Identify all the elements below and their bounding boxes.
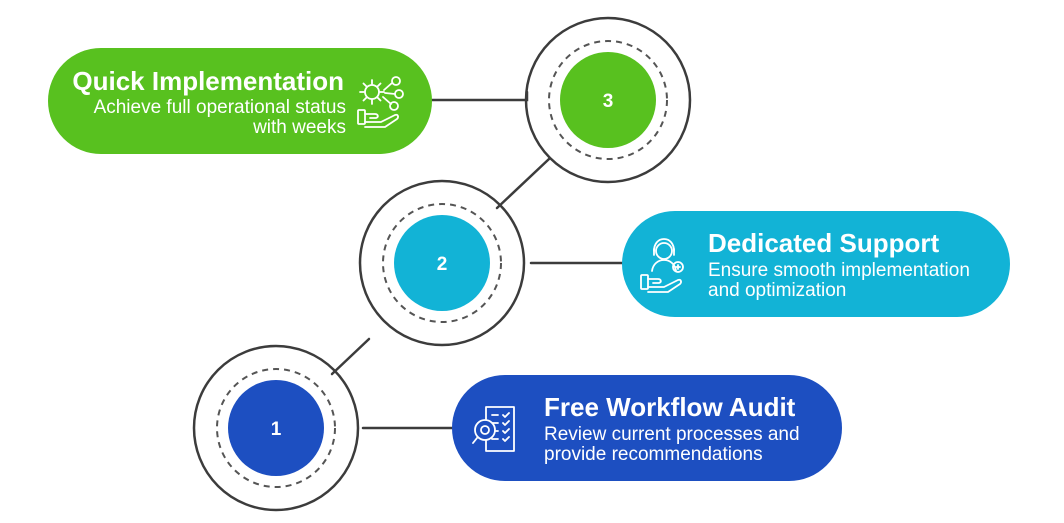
dashed-ring-1 xyxy=(216,368,336,488)
step-description-3: Achieve full operational status with wee… xyxy=(94,98,346,138)
step-circle-1 xyxy=(228,380,324,476)
step-circle-2 xyxy=(394,215,490,311)
step-description-3-line-2: with weeks xyxy=(253,117,346,138)
step-title-1: Free Workflow Audit xyxy=(544,392,796,422)
connector-line-3 xyxy=(430,90,529,102)
document-audit-magnifier-icon xyxy=(472,406,515,452)
outer-ring-1 xyxy=(192,344,360,512)
step-description-1: Review current processes and provide rec… xyxy=(544,425,800,465)
step-description-1-line-2: provide recommendations xyxy=(544,444,763,465)
step-card-2: Dedicated Support Ensure smooth implemen… xyxy=(622,211,1010,317)
gear-hand-network-icon xyxy=(357,76,404,128)
outer-ring-3 xyxy=(524,16,692,184)
step-card-3: Quick Implementation Achieve full operat… xyxy=(48,48,432,154)
dashed-ring-3 xyxy=(548,40,668,160)
step-card-1: Free Workflow Audit Review current proce… xyxy=(452,375,842,481)
support-agent-hand-icon xyxy=(640,238,684,293)
dashed-ring-2 xyxy=(382,203,502,323)
step-description-3-line-1: Achieve full operational status xyxy=(93,97,346,118)
outer-ring-2 xyxy=(358,179,526,347)
step-circle-3 xyxy=(560,52,656,148)
connector-line-1-2 xyxy=(330,337,371,376)
step-description-1-line-1: Review current processes and xyxy=(544,424,800,445)
step-description-2-line-2: and optimization xyxy=(708,280,847,301)
step-title-3: Quick Implementation xyxy=(72,66,344,96)
step-number-2: 2 xyxy=(437,254,448,275)
step-number-1: 1 xyxy=(271,419,282,440)
step-description-2-line-1: Ensure smooth implementation xyxy=(708,260,970,281)
step-number-3: 3 xyxy=(603,91,614,112)
step-description-2: Ensure smooth implementation and optimiz… xyxy=(708,261,970,301)
step-title-2: Dedicated Support xyxy=(708,228,940,258)
connector-line-2-3 xyxy=(495,157,551,210)
